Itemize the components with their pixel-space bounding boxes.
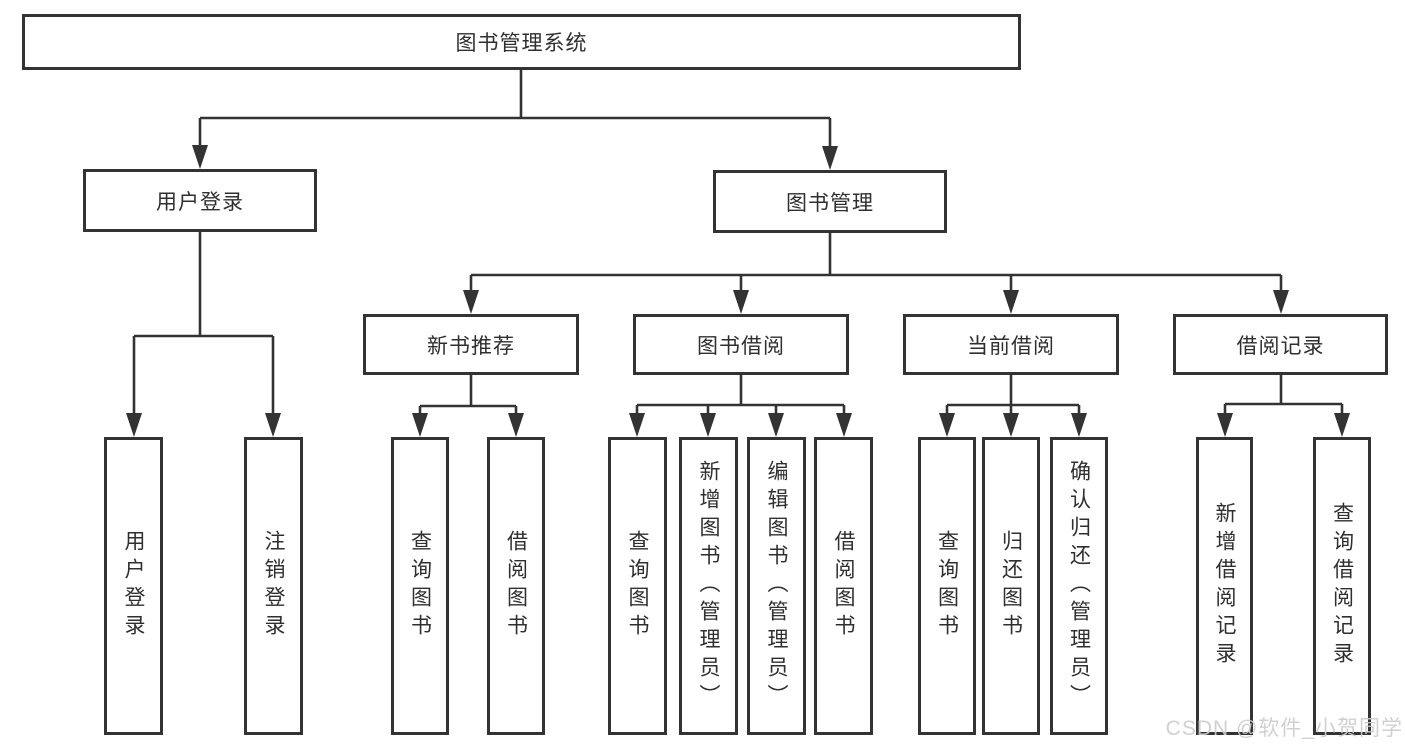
node-borrow-records: 借阅记录	[1173, 314, 1388, 375]
node-leaf-records-query: 查询借阅记录	[1313, 437, 1371, 735]
node-leaf-borrow-query: 查询图书	[608, 437, 667, 735]
node-root: 图书管理系统	[22, 14, 1021, 70]
node-new-book-rec: 新书推荐	[363, 314, 579, 375]
edges-root-to-level2	[192, 69, 838, 170]
node-leaf-newbook-query: 查询图书	[391, 437, 449, 735]
node-book-mgmt: 图书管理	[713, 170, 947, 233]
node-leaf-logout: 注销登录	[244, 437, 303, 735]
node-leaf-current-query: 查询图书	[918, 437, 976, 735]
edges-borrow-to-leaves	[629, 375, 852, 437]
edges-new-book-to-leaves	[412, 375, 524, 437]
node-leaf-borrow-borrow: 借阅图书	[814, 437, 873, 735]
edges-current-to-leaves	[939, 375, 1087, 437]
node-book-borrow: 图书借阅	[633, 314, 849, 375]
csdn-watermark: CSDN @软件_小贺同学	[1165, 717, 1403, 740]
node-leaf-current-confirm: 确认归还（管理员）	[1050, 437, 1108, 735]
node-current-borrow: 当前借阅	[903, 314, 1119, 375]
edges-user-login-to-leaves	[126, 232, 281, 437]
node-leaf-current-return: 归还图书	[982, 437, 1040, 735]
node-leaf-newbook-borrow: 借阅图书	[487, 437, 545, 735]
edges-records-to-leaves	[1217, 375, 1350, 437]
node-leaf-user-login: 用户登录	[104, 437, 163, 735]
node-leaf-records-add: 新增借阅记录	[1196, 437, 1253, 735]
edges-book-mgmt-to-level3	[463, 233, 1289, 314]
node-leaf-borrow-add: 新增图书（管理员）	[679, 437, 738, 735]
node-leaf-borrow-edit: 编辑图书（管理员）	[747, 437, 806, 735]
node-user-login: 用户登录	[83, 169, 317, 232]
